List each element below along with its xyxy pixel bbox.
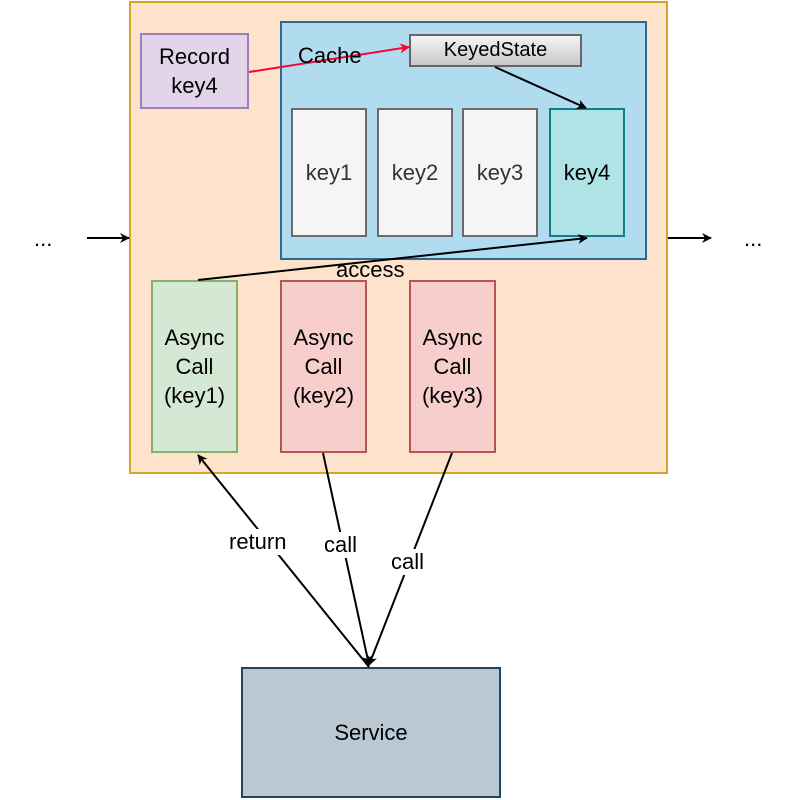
- key-node-key1: key1: [291, 108, 367, 237]
- service-node: Service: [241, 667, 501, 798]
- keyedstate-to-key4-arrow: [494, 66, 587, 109]
- call-key2-arrow: [322, 452, 372, 666]
- record-to-keyedstate-arrow: [248, 43, 410, 73]
- right-ellipsis: ...: [744, 226, 763, 251]
- return-label: return: [229, 529, 287, 555]
- key-node-key3: key3: [462, 108, 538, 237]
- async-call-key1: Async Call (key1): [151, 280, 238, 453]
- async-call-key3: Async Call (key3): [409, 280, 496, 453]
- access-label: access: [336, 257, 405, 282]
- access-arrow: [197, 233, 588, 281]
- return-arrow: [197, 454, 370, 668]
- call-label-key2: call: [324, 532, 358, 558]
- key-node-key2: key2: [377, 108, 453, 237]
- keyed-state-node: KeyedState: [409, 34, 582, 67]
- key-node-key4: key4: [549, 108, 625, 237]
- call-label-key3: call: [391, 549, 425, 575]
- left-ellipsis: ...: [34, 226, 53, 251]
- cache-label: Cache: [298, 43, 362, 68]
- async-call-key2: Async Call (key2): [280, 280, 367, 453]
- record-node: Record key4: [140, 33, 249, 109]
